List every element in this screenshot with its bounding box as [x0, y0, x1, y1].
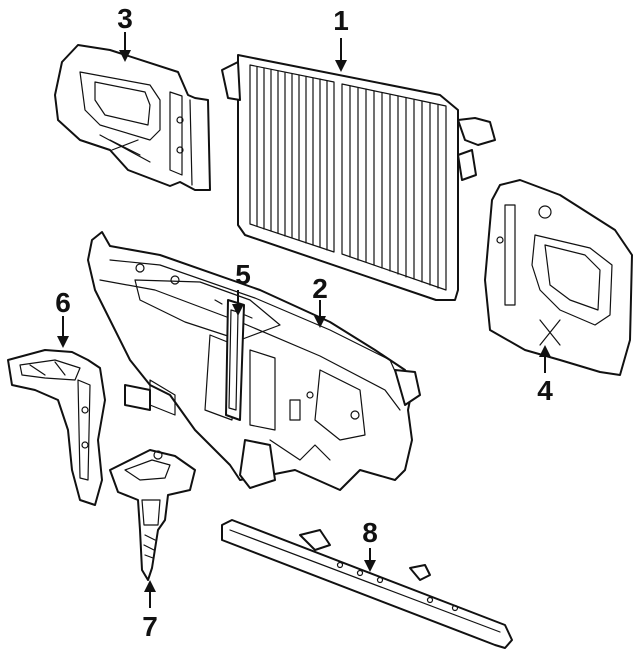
leader-1 [335, 38, 347, 72]
center-support[interactable] [109, 449, 196, 581]
radiator[interactable] [221, 54, 496, 301]
callout-7: 7 [142, 611, 158, 642]
leader-4 [539, 345, 551, 373]
side-bracket[interactable] [7, 349, 106, 506]
leader-5 [232, 290, 244, 316]
callout-5: 5 [235, 259, 251, 290]
callout-4: 4 [537, 375, 553, 406]
leader-7 [144, 580, 156, 608]
radiator-support[interactable] [87, 231, 421, 491]
lower-tie-bar[interactable] [221, 519, 513, 649]
center-brace[interactable] [225, 299, 245, 421]
leader-3 [119, 32, 131, 62]
leader-6 [57, 316, 69, 348]
leader-8 [364, 548, 376, 572]
side-baffle-right[interactable] [484, 179, 633, 376]
callout-6: 6 [55, 287, 71, 318]
leader-2 [314, 300, 326, 328]
callout-2: 2 [312, 273, 328, 304]
callout-8: 8 [362, 517, 378, 548]
callout-3: 3 [117, 3, 133, 34]
side-baffle-left[interactable] [54, 44, 211, 191]
callout-1: 1 [333, 5, 349, 36]
